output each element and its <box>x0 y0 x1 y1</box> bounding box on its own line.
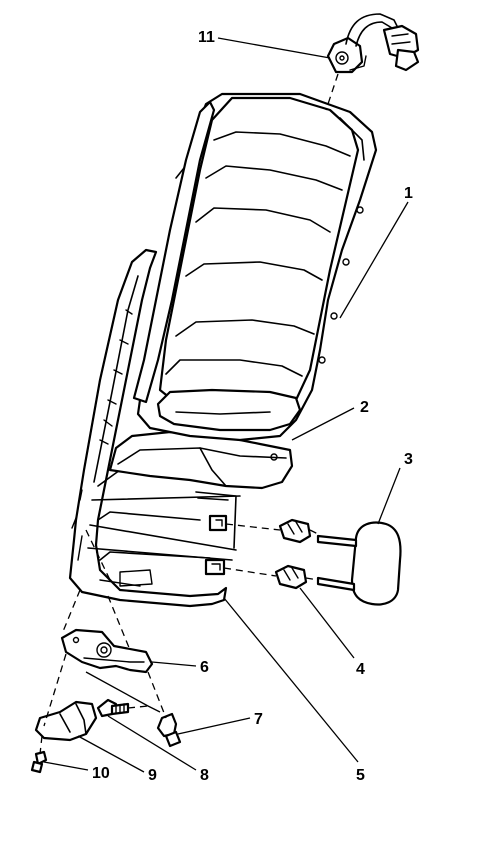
callout-11: 11 <box>198 29 215 46</box>
callout-9: 9 <box>148 767 157 784</box>
latch-bracket <box>34 700 98 742</box>
callout-8: 8 <box>200 767 209 784</box>
leader-3 <box>377 467 401 525</box>
pivot-bolt <box>96 698 130 718</box>
assembly-line-bolt-pivot <box>85 671 161 713</box>
hinge-bracket <box>60 628 154 674</box>
assembly-dash-frame-to-bracket <box>107 595 131 651</box>
wiring-harness-connector <box>326 13 420 74</box>
guide-dash-upper <box>225 523 281 531</box>
callout-7: 7 <box>254 711 263 728</box>
leader-9 <box>77 735 145 773</box>
guide-dash-lower <box>223 567 277 577</box>
callout-2: 2 <box>360 399 369 416</box>
callout-1: 1 <box>404 185 413 202</box>
leader-8 <box>107 715 197 771</box>
assembly-dash-bolt8 <box>127 705 149 709</box>
assembly-dash-frame-rail <box>85 529 111 581</box>
seat-back-lower-pad <box>108 430 294 490</box>
assembly-dash-bracket-left <box>61 589 81 635</box>
leader-7 <box>177 717 251 735</box>
screw <box>30 750 48 774</box>
callout-10: 10 <box>92 765 110 782</box>
callout-3: 3 <box>404 451 413 468</box>
seat-back-frame <box>68 248 241 608</box>
assembly-dash-bracket-to-bolt <box>147 671 167 719</box>
seat-back-cushion <box>132 92 378 442</box>
leader-4 <box>299 587 355 659</box>
leader-11 <box>217 37 331 59</box>
leader-6 <box>151 661 197 667</box>
connector-dash-line <box>325 73 339 111</box>
mounting-bolt <box>156 712 182 748</box>
leader-2 <box>291 407 355 441</box>
callout-6: 6 <box>200 659 209 676</box>
guide-dash-lower-to-post <box>305 577 319 581</box>
headrest-guide-upper <box>278 518 312 544</box>
assembly-dash-bracket-to-latch <box>43 653 67 727</box>
leader-10 <box>43 761 89 771</box>
callout-5: 5 <box>356 767 365 784</box>
leader-5 <box>223 597 359 763</box>
headrest <box>316 521 402 606</box>
assembly-dash-latch-to-screw <box>39 735 43 755</box>
callout-4: 4 <box>356 661 365 678</box>
guide-dash-upper-to-post <box>309 529 319 535</box>
headrest-guide-lower <box>274 564 308 590</box>
leader-1 <box>339 201 409 319</box>
